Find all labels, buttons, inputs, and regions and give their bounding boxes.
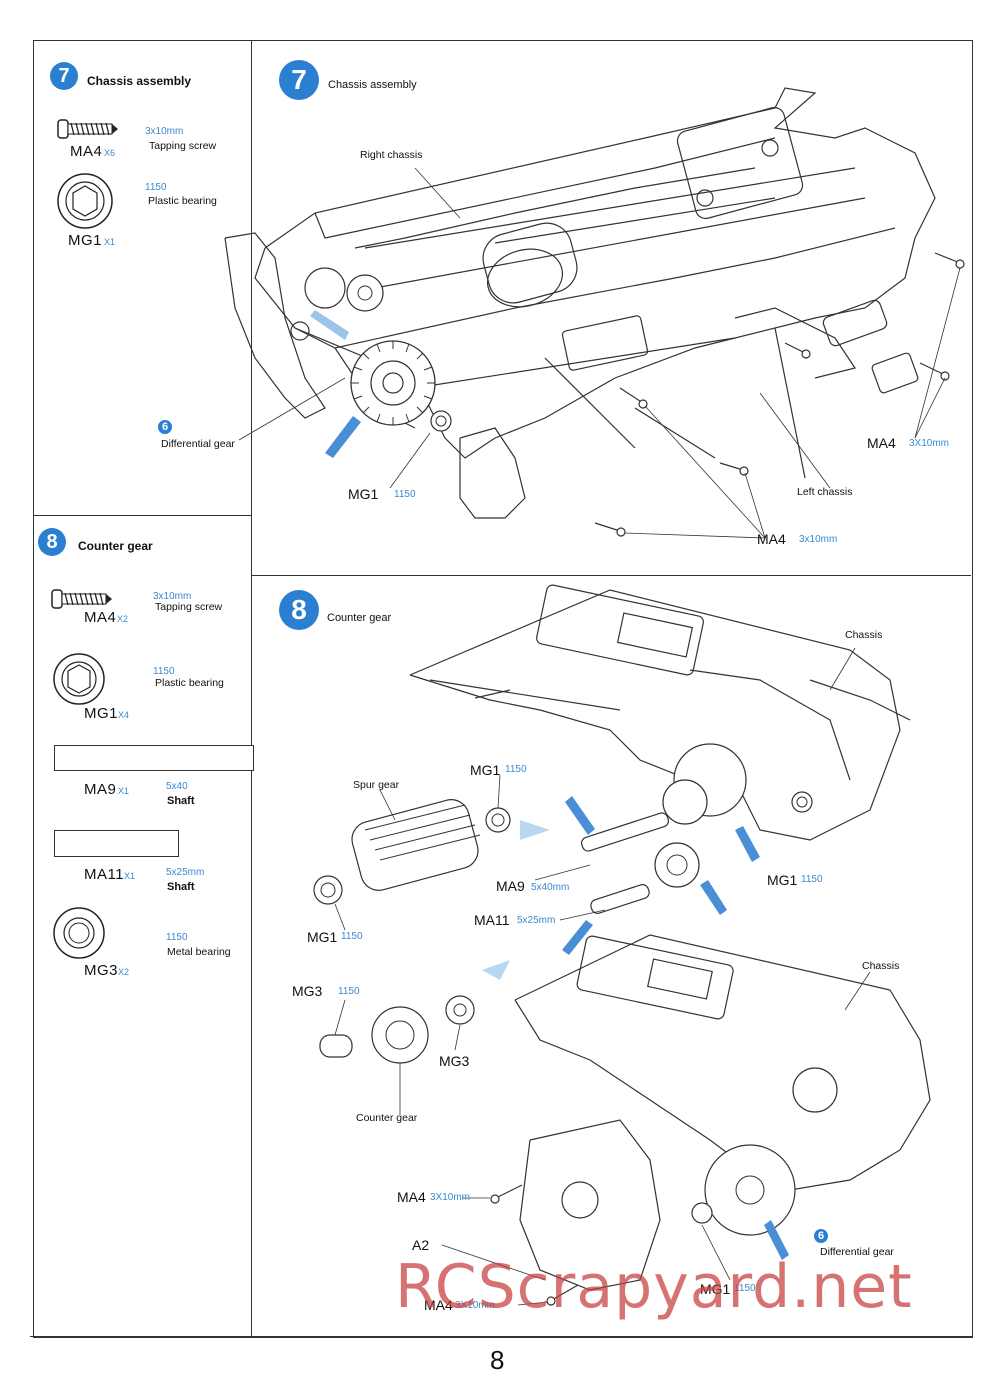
left-divider xyxy=(33,515,251,516)
part-qty: X1 xyxy=(124,871,136,881)
part-qty: X4 xyxy=(118,710,130,720)
part-code: MA4 xyxy=(84,609,117,626)
step7-title: Chassis assembly xyxy=(87,74,192,88)
gear-icon xyxy=(350,340,436,426)
screw-icon xyxy=(57,119,118,139)
label-ma9: MA9 xyxy=(496,878,525,894)
part-qty: X2 xyxy=(117,614,129,624)
part-code: MA9 xyxy=(84,781,117,798)
part-desc: Shaft xyxy=(167,795,195,807)
label-ma4: MA4 xyxy=(867,435,896,451)
label-ma4-spec: 3X10mm xyxy=(455,1300,496,1311)
part-desc: Shaft xyxy=(167,881,195,893)
part-qty: X1 xyxy=(118,786,130,796)
screw-icon xyxy=(51,589,112,609)
label-ma4-spec: 3x10mm xyxy=(799,534,838,545)
watermark: RCScrapyard.net xyxy=(395,1252,913,1322)
label-differential-gear: Differential gear xyxy=(820,1246,894,1258)
part-code: MA11 xyxy=(84,866,125,883)
part-qty: X1 xyxy=(104,237,116,247)
shaft-icon xyxy=(54,745,254,771)
part-spec: 5x40 xyxy=(166,781,188,792)
gear-icon xyxy=(351,799,481,891)
label-ma4-spec: 3X10mm xyxy=(909,438,950,449)
label-ma9-spec: 5x40mm xyxy=(531,882,570,893)
counter-gear-drawing xyxy=(313,584,931,1306)
part-code: MG1 xyxy=(68,232,103,249)
diff-gear-badge: 6 xyxy=(158,420,172,434)
step8-badge: 8 xyxy=(38,528,66,556)
label-a2: A2 xyxy=(412,1237,430,1253)
label-chassis: Chassis xyxy=(845,629,883,641)
bearing-icon xyxy=(57,173,113,229)
step8-title: Counter gear xyxy=(78,539,153,553)
label-differential-gear: Differential gear xyxy=(161,438,235,450)
page-border xyxy=(33,40,973,1338)
label-mg1: MG1 xyxy=(700,1281,731,1297)
panel-divider-vertical xyxy=(251,40,252,1336)
label-ma4: MA4 xyxy=(757,531,786,547)
label-right-chassis: Right chassis xyxy=(360,149,423,161)
shaft-icon xyxy=(54,830,179,857)
part-desc: Plastic bearing xyxy=(155,677,224,689)
label-mg1-spec: 1150 xyxy=(801,874,823,885)
part-spec: 3x10mm xyxy=(153,591,192,602)
label-mg3: MG3 xyxy=(292,983,323,999)
part-spec: 1150 xyxy=(145,182,167,193)
label-ma11: MA11 xyxy=(474,912,510,928)
part-code: MG1 xyxy=(84,705,119,722)
label-mg1: MG1 xyxy=(348,486,379,502)
label-mg1: MG1 xyxy=(470,762,501,778)
part-spec: 3x10mm xyxy=(145,126,184,137)
label-mg1: MG1 xyxy=(307,929,338,945)
page-number: 8 xyxy=(490,1345,505,1375)
label-ma4-spec: 3X10mm xyxy=(430,1192,471,1203)
label-mg3-spec: 1150 xyxy=(338,986,360,997)
chassis-assembly-drawing xyxy=(224,87,965,539)
part-desc: Tapping screw xyxy=(155,601,223,613)
label-ma4: MA4 xyxy=(397,1189,426,1205)
label-mg1-spec: 1150 xyxy=(505,764,527,775)
part-desc: Plastic bearing xyxy=(148,195,217,207)
part-desc: Metal bearing xyxy=(167,946,231,958)
part-code: MG3 xyxy=(84,962,119,979)
label-mg3: MG3 xyxy=(439,1053,470,1069)
footer-rule xyxy=(30,1336,972,1337)
part-spec: 5x25mm xyxy=(166,867,205,878)
label-mg1-spec: 1150 xyxy=(394,489,416,500)
label-mg1: MG1 xyxy=(767,872,798,888)
diagram7-badge: 7 xyxy=(279,60,319,100)
part-qty: X6 xyxy=(104,148,116,158)
panel-divider-horizontal xyxy=(251,575,971,576)
label-mg1-spec: 1150 xyxy=(734,1283,756,1294)
part-spec: 1150 xyxy=(153,666,175,677)
label-left-chassis: Left chassis xyxy=(797,486,853,498)
diagram7-title: Chassis assembly xyxy=(328,79,417,91)
part-qty: X2 xyxy=(118,967,130,977)
diff-gear-badge: 6 xyxy=(814,1229,828,1243)
label-chassis: Chassis xyxy=(862,960,900,972)
bearing-icon xyxy=(53,653,105,705)
diagram8-badge: 8 xyxy=(279,590,319,630)
bearing-icon xyxy=(53,907,105,959)
label-ma11-spec: 5x25mm xyxy=(517,915,556,926)
label-mg1-spec: 1150 xyxy=(341,931,363,942)
label-spur-gear: Spur gear xyxy=(353,779,400,791)
diagram8-title: Counter gear xyxy=(327,612,392,624)
part-spec: 1150 xyxy=(166,932,188,943)
label-counter-gear: Counter gear xyxy=(356,1112,418,1124)
part-code: MA4 xyxy=(70,143,103,160)
part-desc: Tapping screw xyxy=(149,140,217,152)
label-ma4: MA4 xyxy=(424,1297,453,1313)
step7-badge: 7 xyxy=(50,62,78,90)
